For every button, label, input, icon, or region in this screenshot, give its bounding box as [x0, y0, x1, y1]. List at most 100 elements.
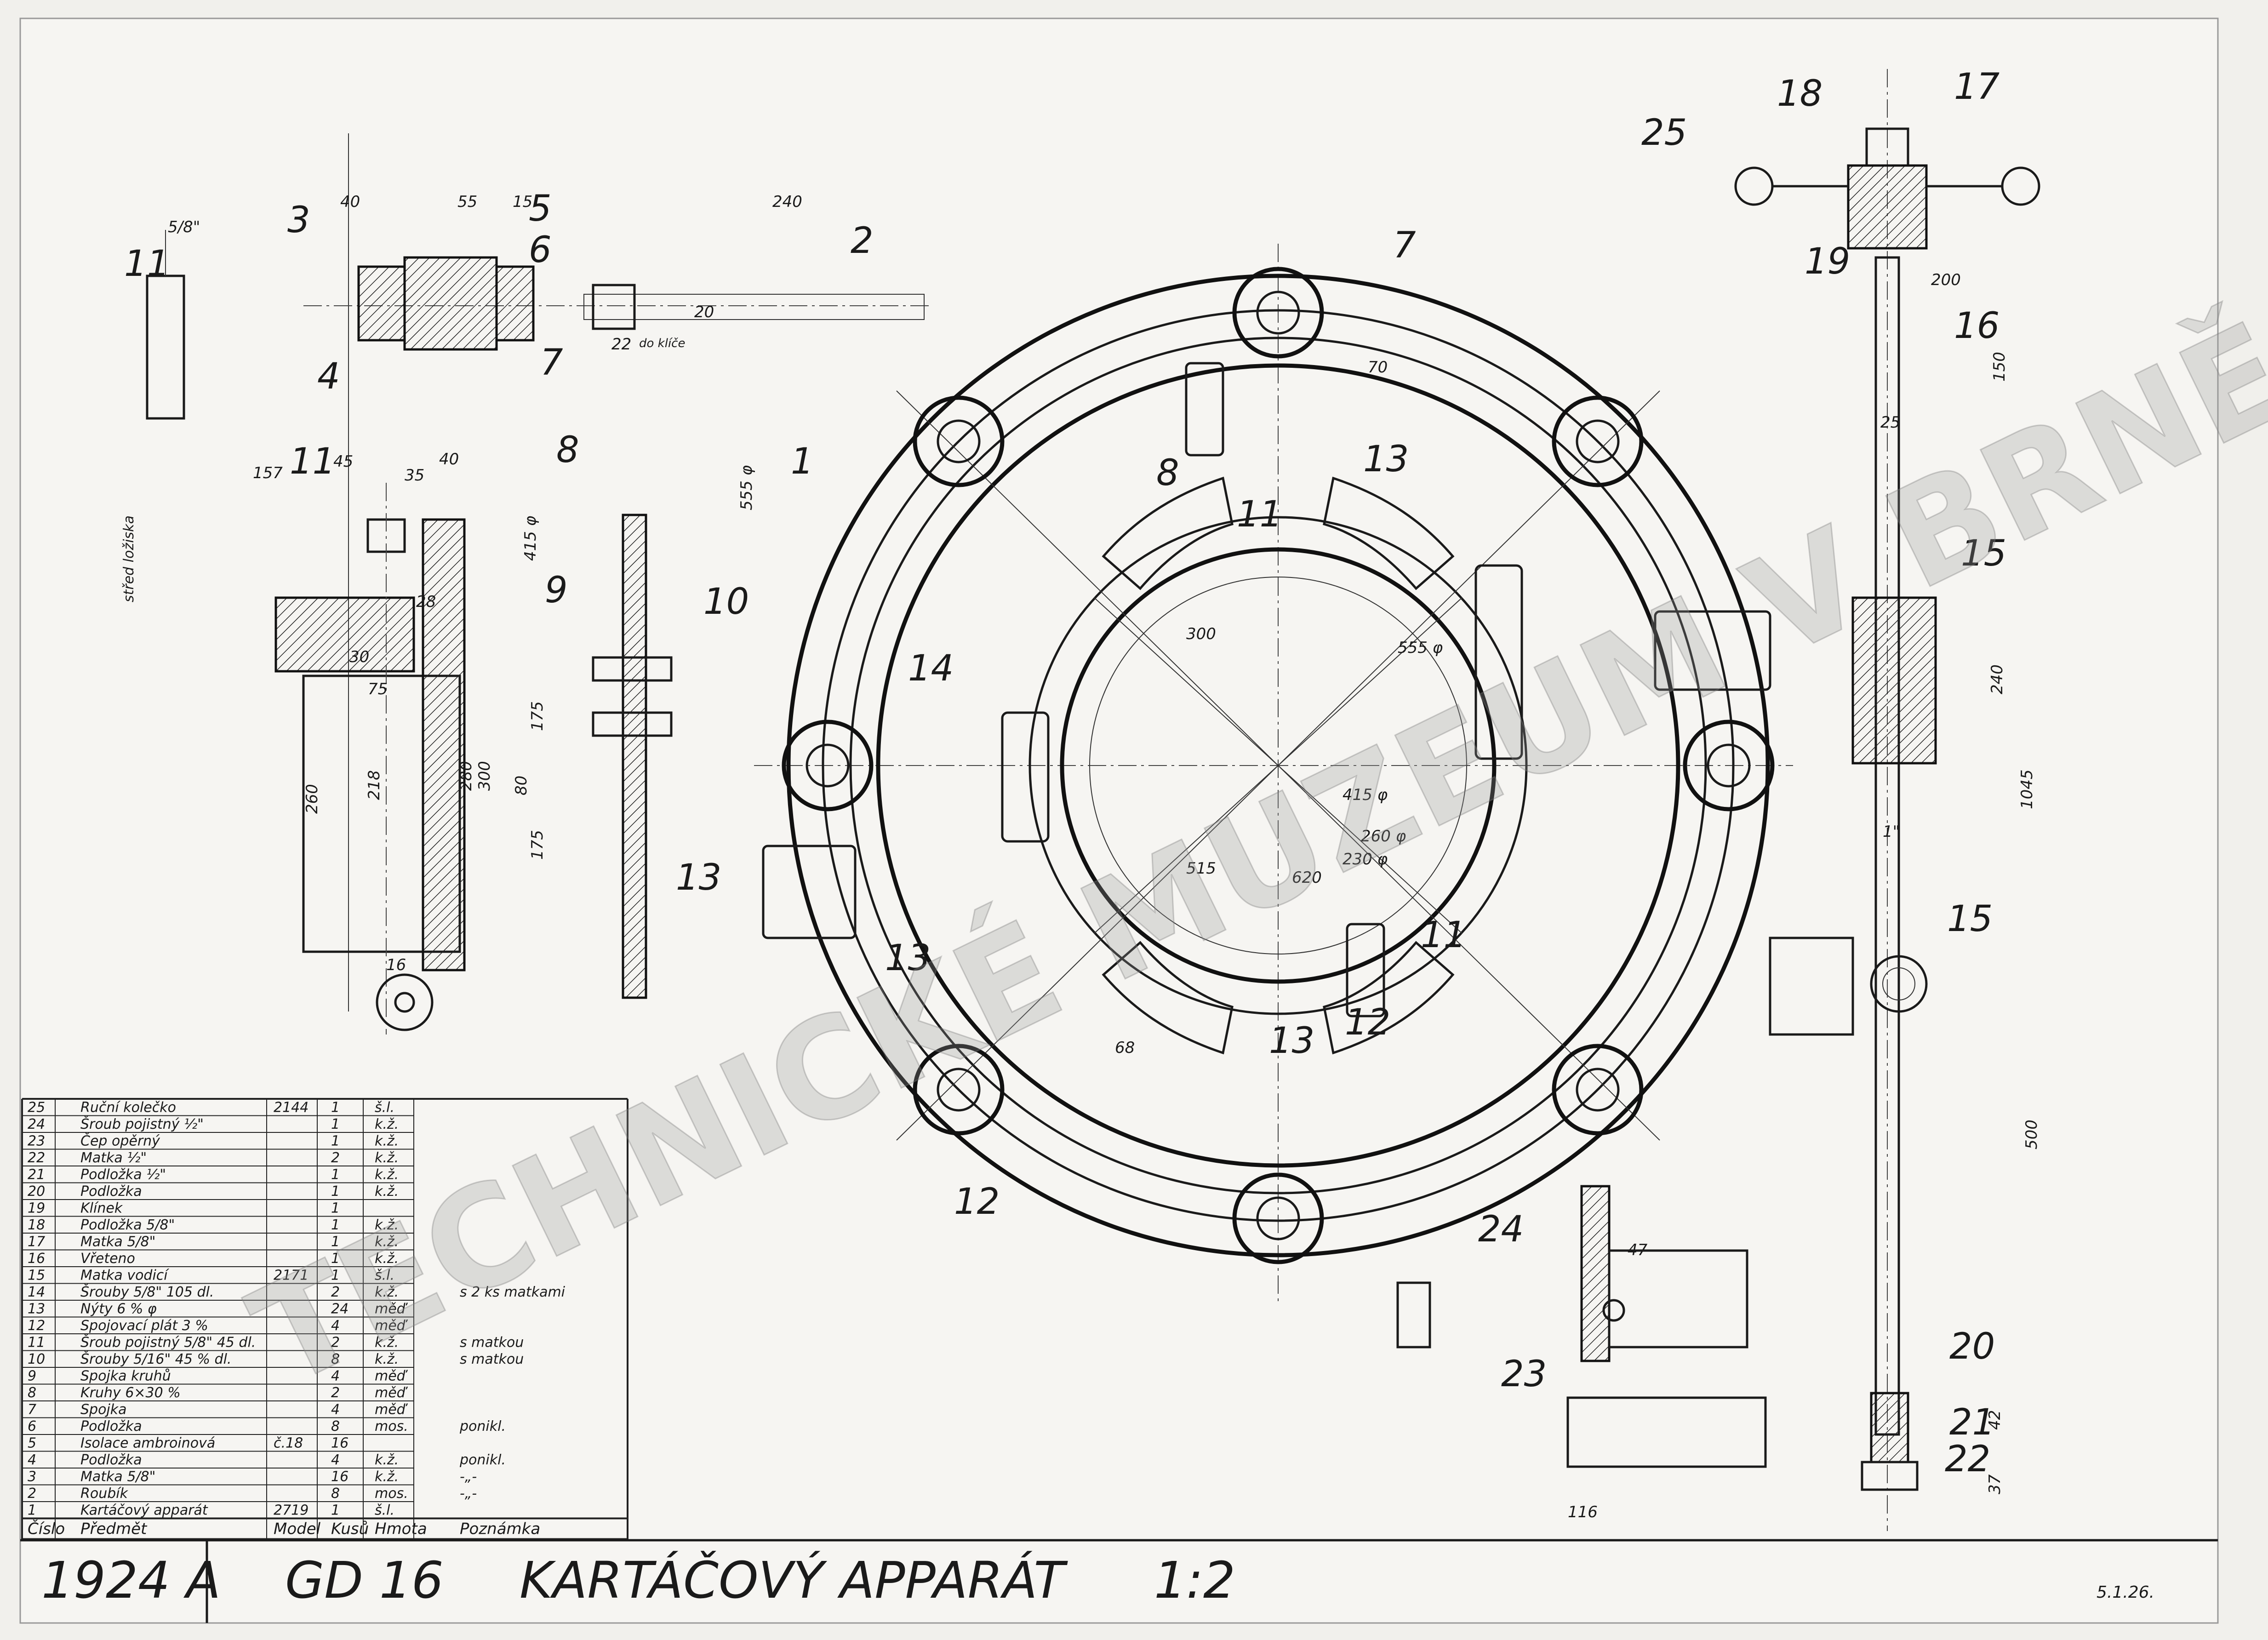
parts-row-7-col-0: 7 [28, 1402, 36, 1418]
parts-row-8-col-1: Kruhy 6×30 % [80, 1385, 181, 1401]
pin-detail: 5/8" [146, 218, 200, 420]
parts-row-22-col-0: 22 [28, 1150, 45, 1166]
callout-12b: 12 [954, 1181, 1000, 1223]
parts-row-6-col-0: 6 [28, 1418, 36, 1434]
parts-row-15-col-0: 15 [28, 1268, 45, 1284]
dim-260: 260 φ [1361, 827, 1406, 846]
parts-row-2-col-4: mos. [375, 1486, 408, 1502]
parts-row-6-col-3: 8 [331, 1418, 340, 1434]
callout-5: 5 [529, 188, 552, 229]
parts-row-18-col-4: k.ž. [375, 1217, 399, 1233]
parts-row-6-col-1: Podložka [80, 1418, 142, 1434]
parts-row-4-col-4: k.ž. [375, 1452, 399, 1468]
parts-row-23-col-0: 23 [28, 1133, 45, 1149]
parts-row-23-col-4: k.ž. [375, 1133, 399, 1149]
parts-header-2: Model [274, 1520, 321, 1538]
parts-header-1: Předmět [80, 1520, 148, 1538]
parts-row-17-col-1: Matka 5/8" [80, 1234, 155, 1250]
dim-80: 80 [512, 776, 531, 795]
dim-1in: 1" [1883, 823, 1900, 841]
parts-row-5-col-0: 5 [28, 1435, 36, 1451]
dim-pin-5-8: 5/8" [168, 218, 200, 236]
parts-row-1-col-0: 1 [28, 1503, 36, 1519]
callout-8b: 8 [1156, 452, 1179, 494]
callout-16: 16 [1954, 305, 1999, 347]
parts-row-16-col-3: 1 [331, 1251, 340, 1267]
parts-row-21-col-3: 1 [331, 1167, 340, 1183]
parts-row-20-col-1: Podložka [80, 1183, 142, 1200]
dim-70: 70 [1368, 358, 1388, 377]
dim-45: 45 [333, 452, 353, 471]
parts-row-20-col-4: k.ž. [375, 1183, 399, 1200]
parts-row-22-col-3: 2 [331, 1150, 340, 1166]
dim-300-v: 300 [475, 761, 494, 791]
parts-row-1-col-1: Kartáčový apparát [80, 1503, 208, 1519]
dim-515: 515 [1186, 859, 1216, 878]
dim-200: 200 [1931, 271, 1961, 289]
parts-row-20-col-0: 20 [28, 1183, 45, 1200]
ring-bosses [782, 267, 1775, 1264]
parts-row-9-col-4: měď [375, 1368, 408, 1384]
parts-row-5-col-2: č.18 [274, 1435, 303, 1451]
dim-175a: 175 [528, 701, 547, 731]
parts-row-25-col-3: 1 [331, 1100, 340, 1116]
coupling-strip: 175 175 80 [512, 514, 673, 999]
callout-15b: 15 [1947, 898, 1993, 940]
parts-row-13-col-0: 13 [28, 1301, 45, 1317]
parts-row-22-col-1: Matka ½" [80, 1150, 147, 1166]
parts-row-13-col-4: měď [375, 1301, 408, 1317]
dim-260: 260 [303, 784, 321, 814]
parts-row-24-col-0: 24 [28, 1116, 45, 1132]
parts-row-19-col-0: 19 [28, 1200, 45, 1217]
parts-row-25-col-0: 25 [28, 1100, 45, 1116]
dim-555-left: 555 φ [737, 465, 756, 510]
title-block: 1924 A GD 16 KARTÁČOVÝ APPARÁT 1:2 5.1.2… [20, 1539, 2218, 1623]
parts-row-14-col-0: 14 [28, 1284, 45, 1300]
callout-20: 20 [1949, 1326, 1995, 1367]
parts-row-8-col-0: 8 [28, 1385, 36, 1401]
dim-175b: 175 [528, 830, 547, 860]
parts-row-1-col-4: š.l. [375, 1503, 394, 1519]
dim-40: 40 [340, 193, 360, 211]
parts-row-22-col-4: k.ž. [375, 1150, 399, 1166]
dim-55: 55 [457, 193, 477, 211]
parts-row-10-col-4: k.ž. [375, 1351, 399, 1367]
callout-7: 7 [540, 342, 563, 383]
dim-218: 218 [365, 770, 383, 800]
parts-row-11-col-3: 2 [331, 1335, 340, 1351]
parts-row-2-col-5: -„- [460, 1486, 477, 1502]
parts-row-3-col-1: Matka 5/8" [80, 1469, 155, 1485]
callout-11c: 11 [1237, 494, 1282, 535]
parts-row-14-col-1: Šrouby 5/8" 105 dl. [80, 1283, 214, 1300]
parts-row-19-col-1: Klínek [80, 1200, 123, 1217]
dim-16: 16 [386, 956, 406, 974]
dim-555: 555 φ [1398, 639, 1443, 657]
parts-row-21-col-1: Podložka ½" [80, 1167, 166, 1183]
parts-row-15-col-4: š.l. [375, 1268, 394, 1284]
parts-row-24-col-3: 1 [331, 1116, 340, 1132]
drawing-scale: 1:2 [1154, 1551, 1235, 1610]
parts-header-4: Hmota [375, 1520, 427, 1538]
drawing-group: GD 16 [285, 1551, 444, 1610]
parts-row-4-col-3: 4 [331, 1452, 340, 1468]
callout-1: 1 [791, 441, 814, 482]
parts-row-21-col-4: k.ž. [375, 1167, 399, 1183]
parts-row-4-col-0: 4 [28, 1452, 36, 1468]
parts-row-8-col-4: měď [375, 1385, 408, 1401]
dim-28: 28 [416, 593, 436, 611]
parts-row-3-col-4: k.ž. [375, 1469, 399, 1485]
guide-nut-detail [1769, 937, 1928, 1036]
dim-15: 15 [513, 193, 532, 211]
dim-1045: 1045 [2018, 769, 2036, 809]
parts-row-21-col-0: 21 [28, 1167, 45, 1183]
callout-3: 3 [287, 200, 310, 241]
callout-17: 17 [1954, 66, 1999, 108]
callout-18: 18 [1777, 73, 1822, 114]
dim-do-klice: do klíče [639, 337, 685, 350]
parts-row-12-col-1: Spojovací plát 3 % [80, 1318, 208, 1334]
callout-15a: 15 [1961, 533, 2006, 574]
callout-2: 2 [851, 220, 874, 262]
parts-row-7-col-4: měď [375, 1402, 408, 1418]
